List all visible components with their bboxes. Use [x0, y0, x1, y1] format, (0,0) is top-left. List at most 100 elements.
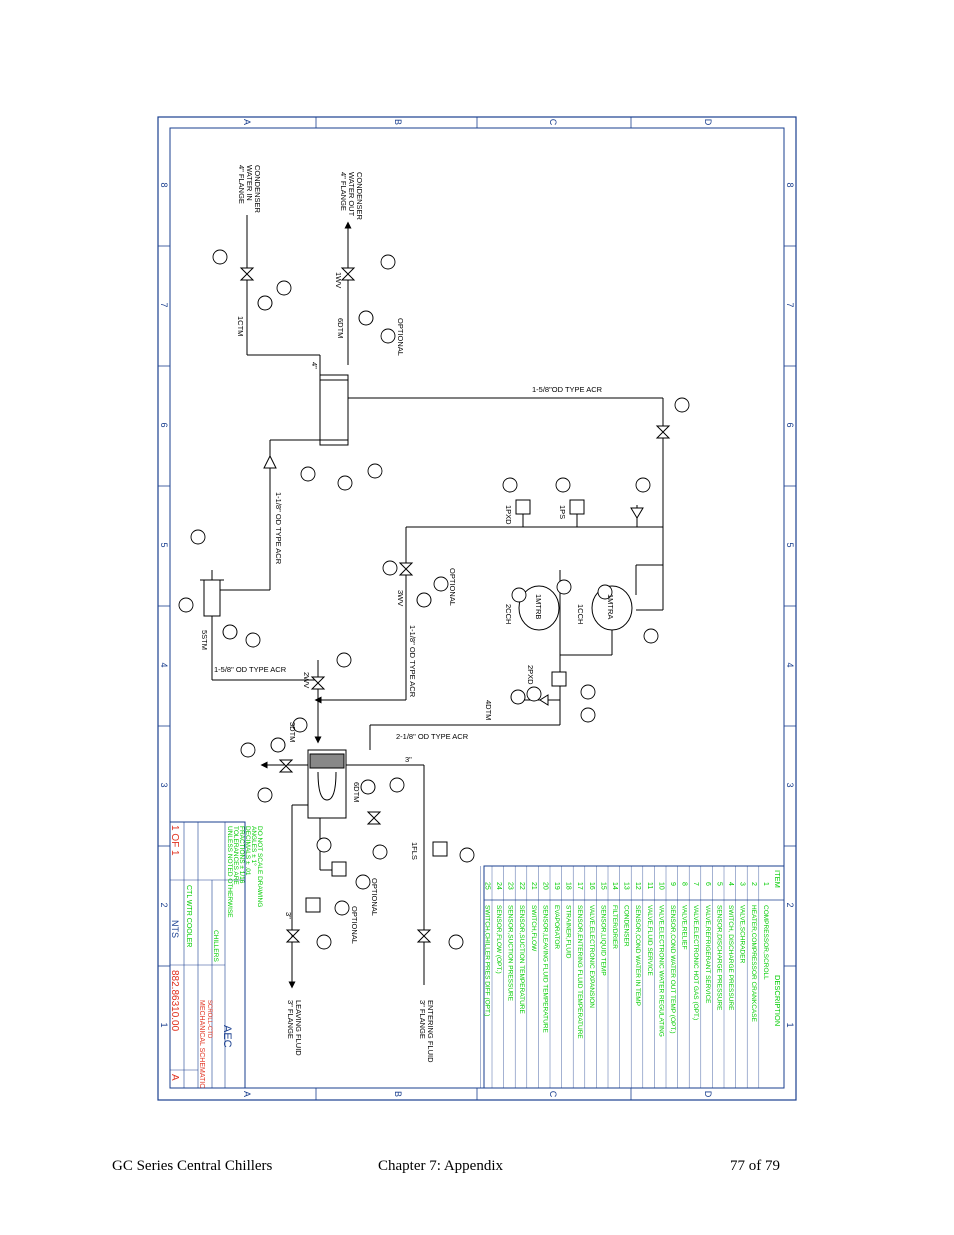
col-letter-bot-a: A	[242, 1091, 252, 1097]
svg-text:3" FLANGE: 3" FLANGE	[286, 1000, 295, 1039]
annotations: CONDENSER WATER IN 4" FLANGE CONDENSER W…	[200, 165, 615, 1063]
table-row-description: SWITCH,FLOW	[530, 905, 537, 952]
table-row-item: 7	[692, 882, 699, 886]
compressor-b	[518, 585, 560, 631]
pipe-label-mid: 1-1/8" OD TYPE ACR	[408, 625, 417, 698]
tag-5stm: 5STM	[200, 630, 209, 650]
table-header-item: ITEM	[773, 870, 782, 888]
tag-1fls: 1FLS	[410, 842, 419, 860]
valves	[239, 267, 671, 943]
table-row-description: STRAINER,FLUID	[565, 905, 572, 959]
svg-text:CONDENSER: CONDENSER	[253, 165, 262, 214]
row-num-r-3: 3	[785, 782, 795, 787]
col-letter-bot-c: C	[548, 1091, 558, 1098]
svg-text:LEAVING FLUID: LEAVING FLUID	[294, 1000, 303, 1056]
label-entering-fluid: ENTERING FLUID 3" FLANGE	[418, 1000, 435, 1063]
table-row-item: 1	[762, 882, 769, 886]
table-row-description: SENSOR,SUCTION PRESSURE	[507, 905, 514, 1002]
svg-text:3" FLANGE: 3" FLANGE	[418, 1000, 427, 1039]
row-num-l-2: 2	[159, 902, 169, 907]
table-row-item: 15	[599, 882, 606, 890]
table-row-description: SENSOR,COND WATER OUT TEMP (OPT.)	[669, 905, 676, 1034]
row-num-r-1: 1	[785, 1022, 795, 1027]
tag-4in: 4"	[310, 362, 319, 369]
valve-mid	[398, 562, 414, 576]
svg-text:CONDENSER: CONDENSER	[355, 172, 364, 221]
table-row-description: SWITCH, DISCHARGE PRESSURE	[727, 905, 734, 1011]
label-leaving-fluid: LEAVING FLUID 3" FLANGE	[286, 1000, 303, 1056]
table-row-description: VALVE,REFRIGERANT SERVICE	[704, 905, 711, 1004]
sensor-flow	[305, 897, 321, 913]
table-row-description: COMPRESSOR,SCROLL	[762, 905, 769, 980]
table-row-description: SENSOR,LEAVING FLUID TEMPERATURE	[541, 905, 548, 1034]
table-row-description: VALVE,RELIEF	[681, 905, 688, 950]
svg-text:4" FLANGE: 4" FLANGE	[237, 165, 246, 204]
table-row-item: 17	[576, 882, 583, 890]
table-row-description: FILTER/DRIER	[611, 905, 618, 949]
tag-2wv: 2WV	[302, 672, 311, 688]
table-row-description: SENSOR,FLOW (OPT.)	[495, 905, 502, 974]
valve-left	[310, 676, 326, 690]
table-row-item: 24	[495, 882, 502, 890]
row-num-r-2: 2	[785, 902, 795, 907]
table-row-item: 9	[669, 882, 676, 886]
parts-table: ITEMDESCRIPTION1COMPRESSOR,SCROLL2HEATER…	[480, 865, 785, 1089]
row-num-l-8: 8	[159, 182, 169, 187]
table-header-description: DESCRIPTION	[773, 975, 782, 1026]
table-row-item: 22	[518, 882, 525, 890]
valve-schrader-top	[630, 507, 644, 519]
row-num-l-7: 7	[159, 302, 169, 307]
col-letter-top-a: A	[242, 119, 252, 125]
table-row-description: VALVE,ELECTRONIC WATER REGULATING	[657, 905, 664, 1037]
row-num-r-6: 6	[785, 422, 795, 427]
flow-switch	[331, 861, 347, 877]
valve-entering	[416, 929, 432, 943]
svg-text:WATER IN: WATER IN	[245, 165, 254, 201]
drawing-border	[157, 116, 797, 1101]
tag-3in-top: 3"	[405, 755, 412, 764]
table-row-description: EVAPORATOR	[553, 905, 560, 949]
title-block-title1: CTL WTR COOLER	[185, 885, 192, 947]
switch-1ps	[569, 499, 585, 515]
table-row-item: 20	[541, 882, 548, 890]
label-optional-low: OPTIONAL	[370, 878, 379, 916]
switch-pres-diff	[432, 841, 448, 857]
condenser-shell	[319, 374, 349, 446]
table-row-description: HEATER,COMPRESSOR CRANKCASE	[750, 905, 757, 1023]
table-row-item: 25	[483, 882, 490, 890]
sensor-3wv	[416, 592, 432, 608]
table-row-item: 5	[715, 882, 722, 886]
tag-3dtm: 3DTM	[288, 722, 297, 742]
sensor-1pxd	[515, 499, 531, 515]
footer-chapter: Chapter 7: Appendix	[378, 1158, 503, 1174]
svg-text:WATER OUT: WATER OUT	[347, 172, 356, 217]
label-condenser-water-out: CONDENSER WATER OUT 4" FLANGE	[339, 172, 364, 221]
row-num-l-4: 4	[159, 662, 169, 667]
table-row-item: 8	[681, 882, 688, 886]
table-row-description: SENSOR,ENTERING FLUID TEMPERATURE	[576, 905, 583, 1039]
tag-1mtrb: 1MTRB	[534, 594, 543, 619]
tag-1ctm: 1CTM	[236, 316, 245, 336]
row-num-r-4: 4	[785, 662, 795, 667]
sensor-suction-temp	[510, 689, 526, 705]
table-row-item: 3	[739, 882, 746, 886]
label-optional-mid: OPTIONAL	[448, 568, 457, 606]
table-row-description: VALVE,FLUID SERVICE	[646, 905, 653, 976]
title-block-drawing-number: 882.86310.00	[169, 970, 180, 1032]
sensor-2pxd	[551, 671, 567, 687]
col-letter-bot-d: D	[703, 1091, 713, 1098]
note-4: DECIMALS ± .01	[244, 826, 251, 876]
tag-4dtm: 4DTM	[484, 700, 493, 720]
row-num-l-1: 1	[159, 1022, 169, 1027]
pipe-label-bottom: 2-1/8" OD TYPE ACR	[396, 732, 469, 741]
table-row-description: SENSOR,COND WATER IN TEMP	[634, 905, 641, 1006]
table-row-description: VALVE,ELECTRONIC EXPANSION	[588, 905, 595, 1008]
tag-3dtm-right: 6DTM	[352, 782, 361, 802]
tag-1pxd: 1PXD	[504, 505, 513, 525]
table-row-description: VALVE,ELECTRONIC HOT GAS (OPT.)	[692, 905, 699, 1020]
table-row-item: 23	[507, 882, 514, 890]
valve-evap-right	[366, 811, 382, 825]
table-row-description: SENSOR,SUCTION TEMPERATURE	[518, 905, 525, 1014]
label-optional-top: OPTIONAL	[396, 318, 405, 356]
note-2: TOLERANCES ARE	[232, 826, 239, 885]
